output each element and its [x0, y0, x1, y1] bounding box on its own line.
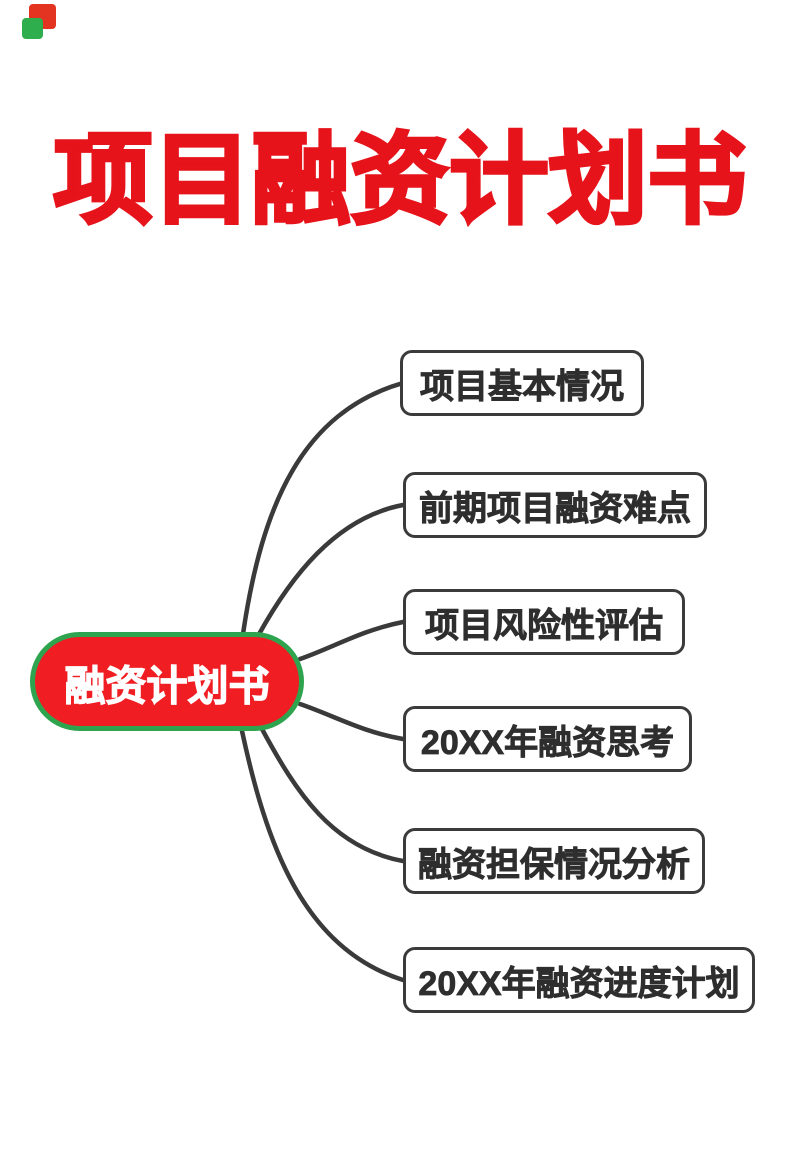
connector-branch-1 [240, 380, 406, 637]
page-title: 项目融资计划书 [52, 123, 749, 235]
branch-node-financing-thoughts[interactable]: 20XX年融资思考 [403, 706, 692, 772]
branch-node-basic-info[interactable]: 项目基本情况 [400, 350, 644, 416]
branch-node-progress-plan[interactable]: 20XX年融资进度计划 [403, 947, 755, 1013]
connector-branch-5 [259, 726, 406, 864]
branch-node-label: 前期项目融资难点 [419, 489, 692, 528]
root-node[interactable]: 融资计划书 [30, 632, 304, 731]
connector-branch-4 [297, 701, 406, 742]
branch-node-risk-assessment[interactable]: 项目风险性评估 [403, 589, 685, 655]
branch-node-label: 融资担保情况分析 [418, 845, 691, 884]
logo-green-square-icon [22, 18, 43, 39]
branch-node-label: 20XX年融资进度计划 [418, 964, 740, 1003]
root-node-label: 融资计划书 [64, 662, 270, 709]
connector-branch-3 [297, 619, 406, 662]
branch-node-early-difficulties[interactable]: 前期项目融资难点 [403, 472, 707, 538]
connector-branch-6 [239, 728, 406, 983]
connector-branch-2 [255, 502, 406, 639]
branch-node-label: 20XX年融资思考 [420, 723, 675, 762]
branch-node-guarantee-analysis[interactable]: 融资担保情况分析 [403, 828, 705, 894]
branch-node-label: 项目基本情况 [420, 367, 625, 406]
branch-node-label: 项目风险性评估 [425, 606, 664, 645]
